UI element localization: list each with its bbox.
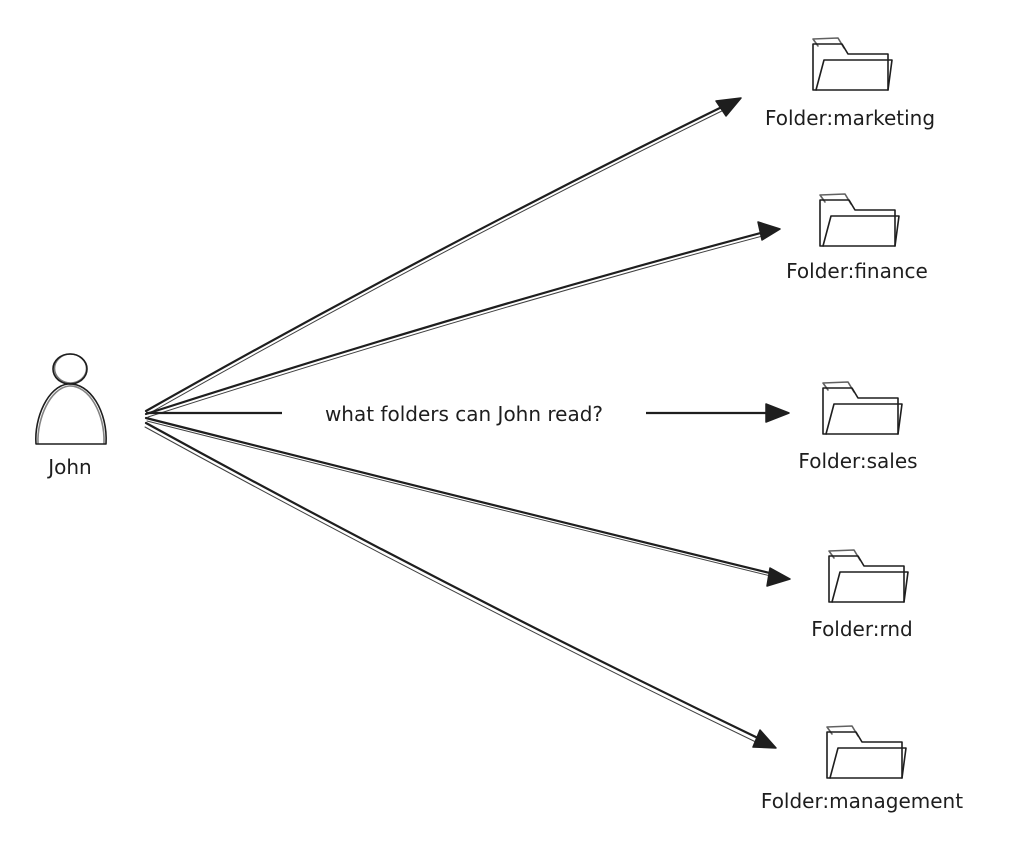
edge-to-sales: what folders can John read? <box>145 398 790 428</box>
folder-node-sales[interactable]: Folder:sales <box>798 381 918 473</box>
folder-label: Folder:sales <box>798 449 917 473</box>
arrowhead <box>765 403 790 423</box>
folder-icon <box>812 37 893 91</box>
user-icon <box>35 353 107 445</box>
folder-icon <box>819 193 900 247</box>
folder-icon <box>826 725 907 779</box>
folder-label: Folder:management <box>761 789 963 813</box>
folder-nodes: Folder:marketing Folder:finance Folder:s… <box>761 37 963 813</box>
arrowhead <box>766 567 791 587</box>
arrowhead <box>715 97 742 117</box>
edge-to-marketing <box>144 97 742 415</box>
edge-to-rnd <box>144 416 791 587</box>
folder-node-marketing[interactable]: Folder:marketing <box>765 37 935 130</box>
folder-icon <box>822 381 903 435</box>
folder-node-finance[interactable]: Folder:finance <box>786 193 928 283</box>
folder-label: Folder:marketing <box>765 106 935 130</box>
user-node[interactable]: John <box>35 353 107 479</box>
folder-label: Folder:finance <box>786 259 928 283</box>
edges: what folders can John read? <box>144 97 791 749</box>
arrowhead <box>752 729 777 749</box>
edge-to-management <box>144 421 777 749</box>
folder-node-management[interactable]: Folder:management <box>761 725 963 813</box>
folder-label: Folder:rnd <box>811 617 912 641</box>
folder-icon <box>828 549 909 603</box>
arrowhead <box>757 221 781 241</box>
query-label: what folders can John read? <box>325 402 603 426</box>
folder-node-rnd[interactable]: Folder:rnd <box>811 549 913 641</box>
edge-to-finance <box>144 221 781 418</box>
user-label: John <box>46 455 92 479</box>
